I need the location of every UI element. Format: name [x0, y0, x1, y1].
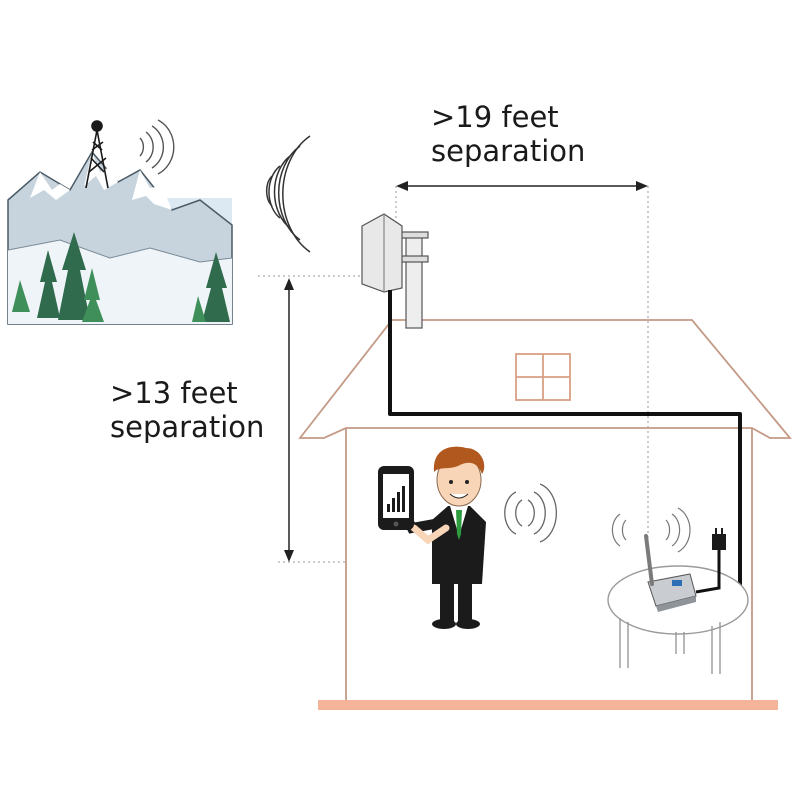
indoor-whip-antenna-icon [644, 534, 654, 586]
smartphone-icon [378, 466, 414, 530]
house [298, 319, 792, 702]
signal-booster-icon [647, 573, 697, 612]
signal-waves-icon [139, 119, 175, 175]
signal-waves-icon [265, 135, 311, 253]
person-icon [401, 446, 486, 629]
vertical-separation-text: separation [110, 410, 265, 444]
power-adapter-icon [695, 528, 726, 594]
attic-window [515, 353, 571, 401]
signal-waves-icon [504, 483, 558, 543]
horizontal-separation-text: separation [431, 134, 586, 168]
horizontal-dimension-arrow [396, 181, 648, 191]
vertical-separation-label: >13 feet separation [110, 376, 264, 444]
cell-tower-icon [85, 120, 109, 189]
horizontal-distance-text: >19 feet [431, 100, 559, 134]
vertical-dimension-arrow [284, 278, 294, 562]
mountain-scene [7, 119, 233, 325]
signal-waves-icon [611, 507, 691, 553]
horizontal-separation-label: >19 feet separation [431, 100, 585, 168]
ground-line [318, 700, 778, 710]
vertical-distance-text: >13 feet [110, 376, 238, 410]
panel-antenna-icon [361, 213, 429, 329]
